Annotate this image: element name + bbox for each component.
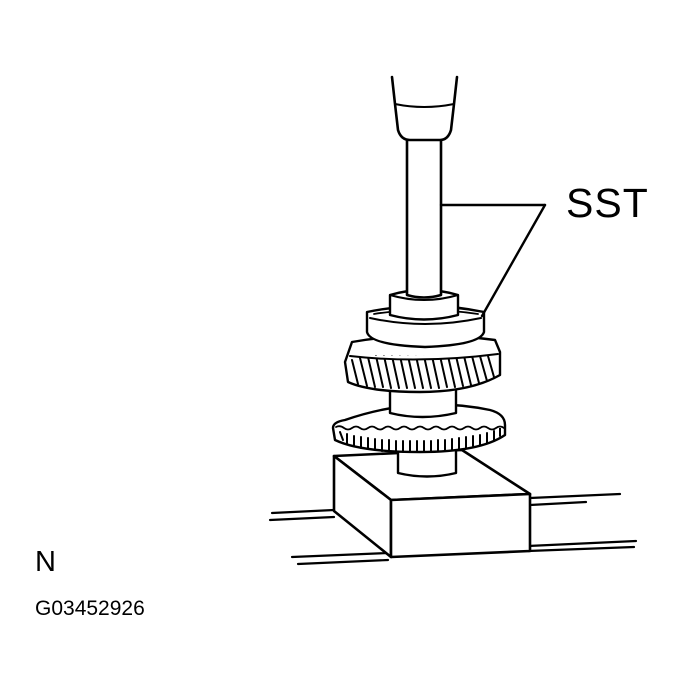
sst-handle (390, 75, 459, 142)
lower-shaft-stub (396, 444, 458, 478)
spur-gear (331, 403, 507, 454)
support-block (332, 448, 532, 559)
view-label: N (35, 546, 56, 578)
helical-gear (343, 334, 502, 394)
sst-driver-shaft (405, 138, 443, 299)
figure-id: G03452926 (35, 597, 145, 620)
sst-callout-label: SST (566, 180, 649, 226)
press-bed-rails (268, 492, 638, 566)
sst-leader-lines (439, 203, 547, 318)
